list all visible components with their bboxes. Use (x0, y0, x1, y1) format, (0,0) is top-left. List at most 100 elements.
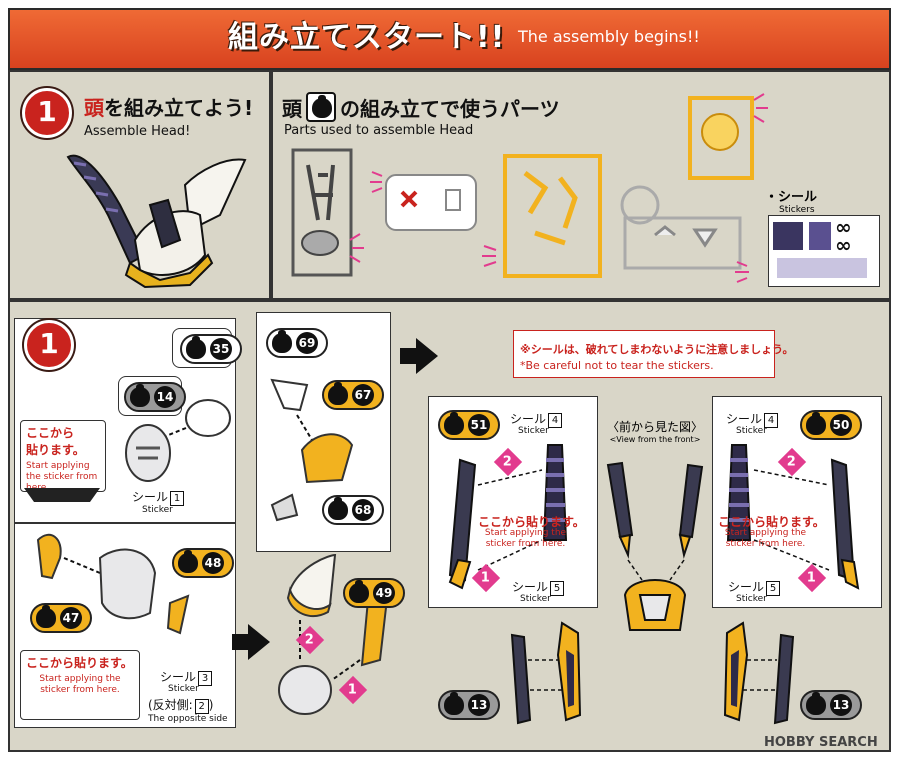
next-arrow-1 (232, 624, 270, 660)
sticker-1-number: 1 (170, 491, 185, 506)
step-marker-1-left-text: 1 (481, 570, 491, 586)
part-35-badge: 35 (180, 334, 242, 364)
sticker-3-text: シール (160, 670, 197, 684)
part-14-number: 14 (154, 386, 176, 408)
white-runner-large-illustration (620, 185, 749, 283)
title-banner (8, 8, 891, 70)
sticker-5-left-en: Sticker (520, 594, 551, 604)
start-here-note-2: ここから貼ります。 Start applying the sticker fro… (20, 650, 140, 720)
opposite-side-en: The opposite side (148, 714, 228, 724)
gray-runner-illustration (291, 148, 364, 277)
step-marker-2-right-text: 2 (787, 454, 797, 470)
part-69-number: 69 (296, 332, 318, 354)
part-68-badge: 68 (322, 495, 384, 525)
face-parts-illustration (36, 533, 190, 635)
part-13-left-number: 13 (468, 694, 490, 716)
part-68-number: 68 (352, 499, 374, 521)
part-48-number: 48 (202, 552, 224, 574)
step-marker-1-center-text: 1 (348, 682, 358, 698)
step-marker-2-center-text: 2 (305, 632, 315, 648)
start-here-note-1: ここから 貼ります。 Start applying the sticker fr… (20, 420, 106, 493)
sticker-4-left-number: 4 (548, 413, 563, 428)
sticker-4-right-text: シール (726, 412, 763, 426)
part-48-badge: 48 (172, 548, 234, 578)
front-view-label: 〈前から見た図〉 <View from the front> (600, 418, 710, 444)
front-view-en: <View from the front> (609, 435, 701, 444)
step-title-head: 頭 (84, 96, 104, 120)
head-assembled-illustration (66, 154, 247, 289)
sticker-4-left-text: シール (510, 412, 547, 426)
left-ear-assembly-illustration (510, 621, 582, 725)
parts-title-rest: の組み立てで使うパーツ (340, 96, 560, 121)
sticker-1-strip-illustration (24, 488, 100, 502)
parts-title: 頭 の組み立てで使うパーツ (282, 92, 560, 122)
sticker-warning-jp: ※シールは、破れてしまわないように注意しましょう。 (520, 343, 794, 356)
assembly-step-number: 1 (24, 320, 74, 370)
sticker-5-left-number: 5 (550, 581, 565, 596)
part-50-badge: 50 (800, 410, 862, 440)
part-13-badge-left: 13 (438, 690, 500, 720)
hobby-search-logo: HOBBY SEARCH (764, 735, 878, 750)
right-wing-illustration (726, 444, 860, 590)
sticker-warning-en: *Be careful not to tear the stickers. (520, 359, 714, 372)
parts-subtitle: Parts used to assemble Head (284, 123, 474, 138)
head-part-icon (306, 92, 336, 122)
sticker-4-right-en: Sticker (736, 426, 767, 436)
yellow-head-runner-illustration (688, 93, 768, 180)
next-arrow-2 (400, 338, 438, 374)
part-51-badge: 51 (438, 410, 500, 440)
sticker-label: ・シール (765, 190, 818, 205)
sticker-5-right-text: シール (728, 580, 765, 594)
sticker-1-en: Sticker (142, 505, 173, 515)
left-wing-illustration (448, 444, 568, 590)
sticker-3-number: 3 (198, 671, 213, 686)
sticker-1-text: シール (132, 490, 169, 504)
sticker-3-en: Sticker (168, 684, 199, 694)
sticker-5-right-number: 5 (766, 581, 781, 596)
parts-title-head: 頭 (282, 96, 302, 121)
opposite-side-label: (反対側:2) (148, 696, 213, 714)
step-subtitle: Assemble Head! (84, 124, 191, 139)
white-runner-small-illustration (370, 171, 477, 231)
part-49-number: 49 (373, 582, 395, 604)
part-69-badge: 69 (266, 328, 328, 358)
sticker-label-en: Stickers (779, 205, 815, 215)
sticker-sheet: ∞∞ (768, 215, 880, 287)
crest-parts-illustration (270, 378, 354, 522)
step-marker-2-left-text: 2 (503, 454, 513, 470)
opposite-side-text: (反対側: (148, 698, 193, 712)
part-35-number: 35 (210, 338, 232, 360)
start-here-note-1-jp: ここから 貼ります。 (26, 426, 85, 457)
start-here-note-3: ここから貼ります。 (478, 515, 585, 529)
part-67-number: 67 (352, 384, 374, 406)
right-ear-assembly-illustration (723, 621, 795, 725)
sticker-5-right-en: Sticker (736, 594, 767, 604)
head-inner-parts-illustration (125, 399, 231, 482)
yellow-runner-illustration (482, 154, 602, 278)
opposite-side-number: 2 (194, 699, 209, 714)
start-here-note-2-en: Start applying the sticker from here. (39, 674, 121, 695)
banner-title-en: The assembly begins!! (518, 27, 700, 46)
start-here-note-3-en: Start applying the sticker from here. (484, 528, 567, 549)
step-number-badge: 1 (22, 88, 72, 138)
step-marker-1-right-text: 1 (807, 570, 817, 586)
front-view-jp: 〈前から見た図〉 (606, 420, 703, 434)
banner-title-jp: 組み立てスタート!! (228, 20, 506, 55)
part-50-number: 50 (830, 414, 852, 436)
part-13-right-number: 13 (830, 694, 852, 716)
column-1-divider (14, 522, 236, 524)
sticker-header: ・シール Stickers (765, 186, 817, 215)
part-49-badge: 49 (343, 578, 405, 608)
part-14-badge: 14 (124, 382, 186, 412)
step-title: 頭を組み立てよう! (84, 92, 253, 121)
front-view-illustration (606, 461, 704, 631)
start-here-note-4-en: Start applying the sticker from here. (724, 528, 807, 549)
part-47-number: 47 (60, 607, 82, 629)
part-47-badge: 47 (30, 603, 92, 633)
sticker-4-left-en: Sticker (518, 426, 549, 436)
